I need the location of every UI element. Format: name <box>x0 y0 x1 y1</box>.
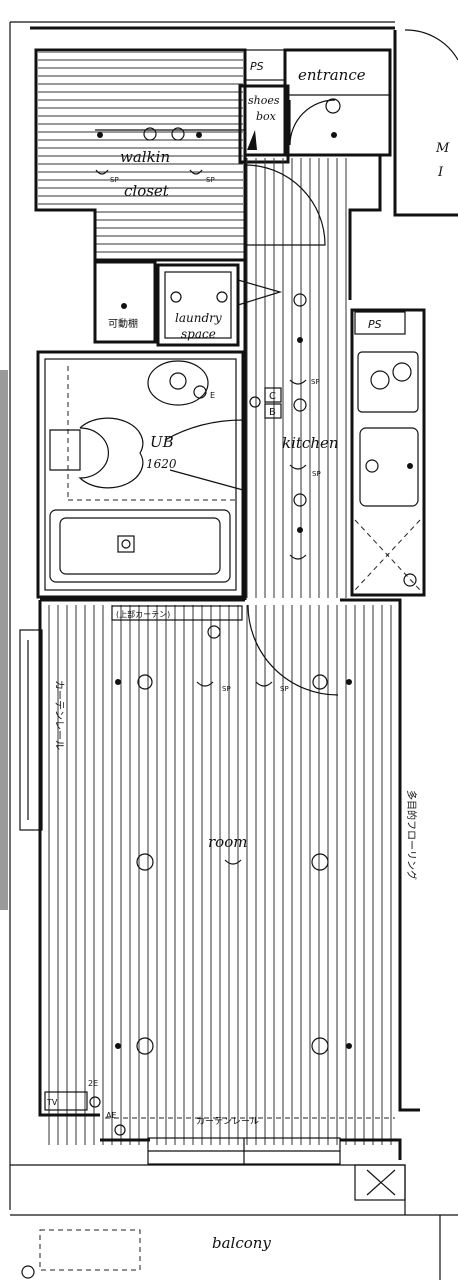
ps-kitchen-label: PS <box>368 318 382 331</box>
curtain-rail-top-note: (上部カーテン) <box>116 609 170 619</box>
sp-marker-room-2: SP <box>280 685 289 693</box>
room-label: room <box>208 833 247 851</box>
ub-size-label: 1620 <box>146 457 177 471</box>
right-neighbor-door <box>404 29 458 61</box>
laundry-space: laundry space <box>156 263 283 347</box>
shoes-box: shoes box <box>238 84 290 164</box>
entrance: entrance <box>283 48 392 157</box>
closet-label: closet <box>124 182 170 200</box>
sp-marker-closet-1: SP <box>110 176 119 184</box>
laundry-label: laundry <box>175 311 222 325</box>
ae-marker: AE <box>106 1111 117 1120</box>
multipurpose-flooring-note: 多目的フローリング <box>405 790 418 880</box>
shoes-label: shoes <box>248 94 280 107</box>
right-neighbor-wall <box>393 30 458 217</box>
main-room: (上部カーテン) room SP SP カーテンレール 多目的フローリング TV… <box>19 598 420 1145</box>
kitchen-label: kitchen <box>282 434 339 452</box>
corridor-floor <box>243 153 382 600</box>
movable-shelf: 可動棚 <box>93 260 157 344</box>
balcony-window <box>100 1137 402 1165</box>
box-label: box <box>256 110 277 123</box>
entrance-label: entrance <box>298 66 366 84</box>
space-label: space <box>181 327 216 341</box>
right-edge-I: I <box>437 165 444 180</box>
two-e-marker: 2E <box>88 1079 98 1088</box>
balcony: balcony <box>10 1164 458 1280</box>
left-neighbor-strip <box>0 370 8 910</box>
ub-label: UB <box>150 433 174 451</box>
walkin-closet: walkin closet SP SP <box>34 48 247 262</box>
sp-marker-kitchen-2: SP <box>312 470 321 478</box>
sp-marker-room-1: SP <box>222 685 231 693</box>
sp-marker-closet-2: SP <box>206 176 215 184</box>
corridor-lights <box>289 293 307 560</box>
electric-panel: C B <box>249 387 282 419</box>
outer-frame <box>9 21 395 1210</box>
unit-bath: UB 1620 E <box>36 350 245 599</box>
kitchen-counter: PS <box>350 308 426 597</box>
movable-shelf-label: 可動棚 <box>108 317 138 330</box>
curtain-rail-bottom-note: カーテンレール <box>196 1116 259 1127</box>
curtain-rail-left-note: カーテンレール <box>53 680 65 750</box>
walkin-label: walkin <box>120 148 170 166</box>
tv-marker: TV <box>46 1098 58 1107</box>
sp-marker-kitchen-1: SP <box>311 378 320 386</box>
ps-top-label: PS <box>250 60 264 73</box>
balcony-label: balcony <box>212 1234 271 1252</box>
e-marker: E <box>210 391 215 400</box>
right-edge-M: M <box>435 141 450 156</box>
b-marker: B <box>269 407 276 418</box>
c-marker: C <box>269 391 276 402</box>
